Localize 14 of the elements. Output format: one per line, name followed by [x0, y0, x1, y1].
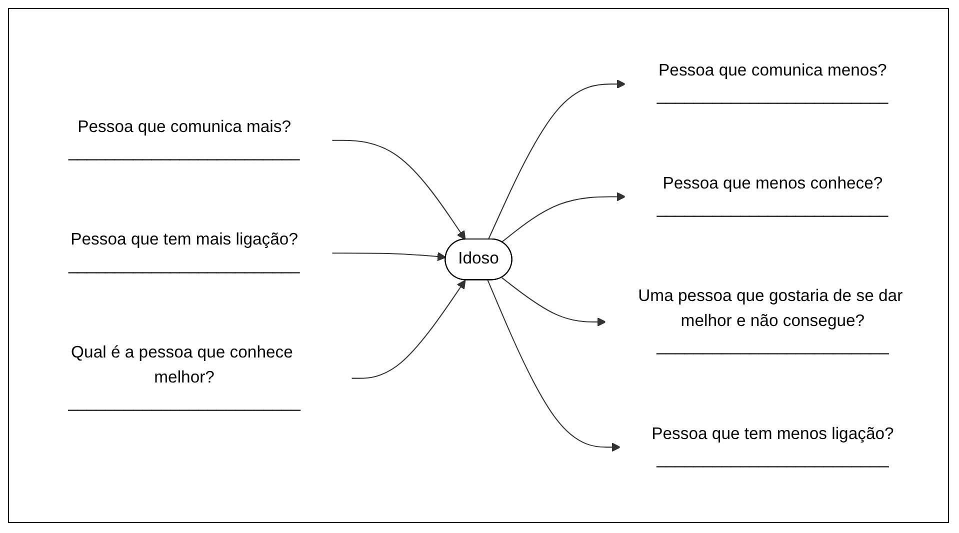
node-text: Pessoa que menos conhece? _________________________: [656, 174, 889, 218]
arrow: [351, 280, 466, 379]
arrow: [332, 252, 446, 262]
node-text: Pessoa que tem mais ligação? _________________________: [68, 231, 300, 274]
node-text: Pessoa que comunica menos? _________________________: [656, 62, 889, 105]
arrow: [502, 277, 606, 326]
arrow: [332, 140, 466, 240]
arrow: [502, 192, 626, 242]
node-text: Uma pessoa que gostaria de se dar melhor e não consegue? _________________________: [638, 287, 903, 356]
arrow: [488, 79, 626, 240]
node-text: Pessoa que tem menos ligação? _________________________: [652, 425, 894, 468]
arrow: [487, 280, 621, 452]
node-text: Pessoa que comunica mais? _________________________: [68, 118, 300, 162]
node-text: Qual é a pessoa que conhece melhor? _________________________: [68, 344, 300, 412]
